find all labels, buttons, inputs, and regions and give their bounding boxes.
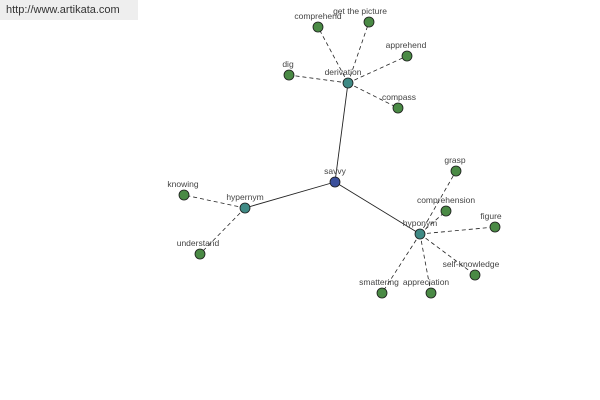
- node-label-get-the-picture: get the picture: [333, 6, 387, 16]
- node-label-understand: understand: [177, 238, 220, 248]
- node-label-appreciation: appreciation: [403, 277, 450, 287]
- node-circle-apprehend[interactable]: [401, 50, 413, 62]
- edge-hyponym-comprehension: [419, 210, 447, 235]
- url-banner: http://www.artikata.com: [0, 0, 138, 20]
- node-compass[interactable]: compass: [382, 92, 416, 114]
- node-savvy[interactable]: savvy: [324, 166, 347, 188]
- node-circle-hypernym[interactable]: [239, 202, 251, 214]
- graph-nodes: savvy derivation hypernym hyponym comprehend…: [167, 6, 502, 299]
- node-hypernym[interactable]: hypernym: [226, 192, 264, 214]
- edge-derivation-comprehend: [317, 26, 349, 84]
- edge-derivation-apprehend: [347, 55, 408, 84]
- node-circle-get-the-picture[interactable]: [363, 16, 375, 28]
- node-circle-savvy[interactable]: [329, 176, 341, 188]
- site-url-link[interactable]: http://www.artikata.com: [6, 4, 120, 16]
- node-label-comprehension: comprehension: [417, 195, 475, 205]
- node-understand[interactable]: understand: [177, 238, 220, 260]
- edge-hypernym-understand: [199, 207, 246, 255]
- node-label-hyponym: hyponym: [403, 218, 438, 228]
- node-circle-comprehend[interactable]: [312, 21, 324, 33]
- node-figure[interactable]: figure: [480, 211, 502, 233]
- node-circle-appreciation[interactable]: [425, 287, 437, 299]
- graph-edges: [183, 21, 496, 294]
- node-label-apprehend: apprehend: [386, 40, 427, 50]
- node-knowing[interactable]: knowing: [167, 179, 199, 201]
- node-circle-dig[interactable]: [283, 69, 295, 81]
- node-appreciation[interactable]: appreciation: [403, 277, 450, 299]
- edge-derivation-compass: [347, 82, 399, 109]
- edge-savvy-hyponym: [334, 181, 421, 235]
- node-get-the-picture[interactable]: get the picture: [333, 6, 387, 28]
- edge-hyponym-appreciation: [419, 233, 432, 294]
- node-circle-hyponym[interactable]: [414, 228, 426, 240]
- node-label-compass: compass: [382, 92, 416, 102]
- node-comprehension[interactable]: comprehension: [417, 195, 475, 217]
- node-circle-smattering[interactable]: [376, 287, 388, 299]
- edge-hyponym-grasp: [419, 170, 457, 235]
- node-hyponym[interactable]: hyponym: [403, 218, 438, 240]
- node-circle-figure[interactable]: [489, 221, 501, 233]
- node-comprehend[interactable]: comprehend: [294, 11, 342, 33]
- node-label-savvy: savvy: [324, 166, 346, 176]
- node-label-grasp: grasp: [444, 155, 466, 165]
- node-label-self-knowledge: self-knowledge: [443, 259, 500, 269]
- node-self-knowledge[interactable]: self-knowledge: [443, 259, 500, 281]
- node-circle-comprehension[interactable]: [440, 205, 452, 217]
- node-label-figure: figure: [480, 211, 502, 221]
- node-circle-self-knowledge[interactable]: [469, 269, 481, 281]
- node-label-derivation: derivation: [325, 67, 362, 77]
- node-smattering[interactable]: smattering: [359, 277, 399, 299]
- edge-savvy-hypernym: [244, 181, 336, 209]
- node-label-comprehend: comprehend: [294, 11, 342, 21]
- node-label-smattering: smattering: [359, 277, 399, 287]
- node-dig[interactable]: dig: [282, 59, 295, 81]
- node-apprehend[interactable]: apprehend: [386, 40, 427, 62]
- edge-hyponym-figure: [419, 226, 496, 235]
- node-grasp[interactable]: grasp: [444, 155, 466, 177]
- edge-hyponym-smattering: [381, 233, 421, 294]
- node-circle-understand[interactable]: [194, 248, 206, 260]
- node-circle-knowing[interactable]: [178, 189, 190, 201]
- node-derivation[interactable]: derivation: [325, 67, 362, 89]
- node-circle-derivation[interactable]: [342, 77, 354, 89]
- edge-hyponym-self-knowledge: [419, 233, 476, 276]
- node-label-hypernym: hypernym: [226, 192, 263, 202]
- edge-derivation-get-the-picture: [347, 21, 370, 84]
- edge-hypernym-knowing: [183, 194, 246, 209]
- node-label-dig: dig: [282, 59, 294, 69]
- node-circle-grasp[interactable]: [450, 165, 462, 177]
- node-circle-compass[interactable]: [392, 102, 404, 114]
- edge-derivation-dig: [288, 74, 349, 84]
- node-label-knowing: knowing: [167, 179, 198, 189]
- edge-savvy-derivation: [334, 82, 349, 183]
